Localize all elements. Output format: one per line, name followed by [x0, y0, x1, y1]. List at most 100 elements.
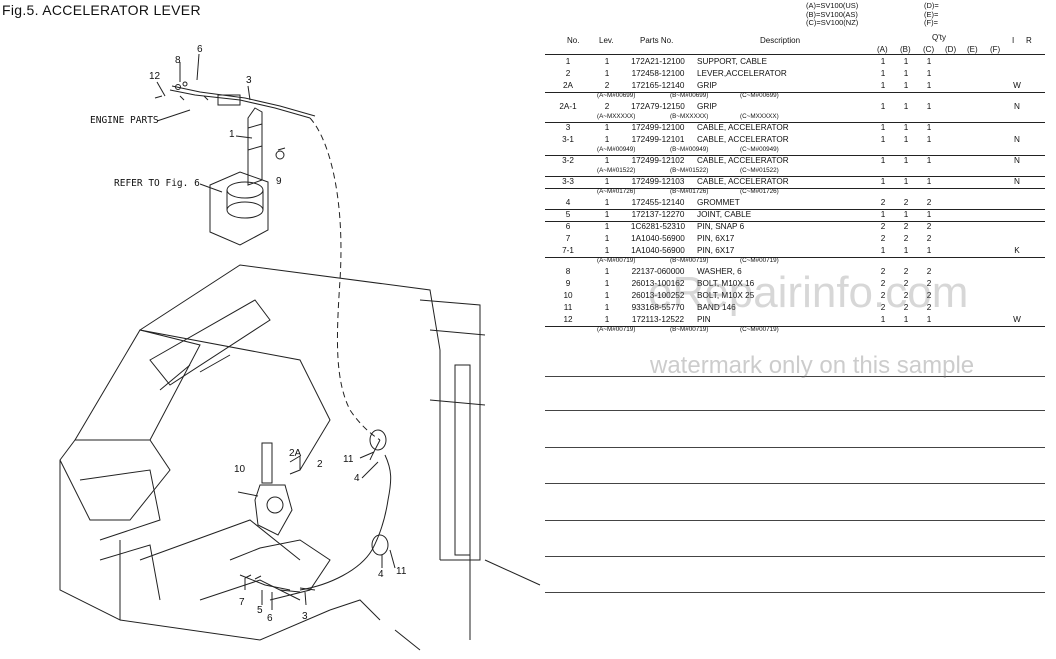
row-description: PIN, SNAP 6: [697, 222, 745, 231]
row-part-number: 26013-100252: [631, 291, 685, 300]
serial-range: (A~M#01522): [597, 167, 636, 174]
row-description: LEVER,ACCELERATOR: [697, 69, 787, 78]
serial-range-row: (A~M#00719)(B~M#00719)(C~M#00719): [545, 324, 1045, 335]
table-divider: [545, 209, 1045, 210]
blank-ruled-line: [545, 592, 1045, 593]
row-description: GRIP: [697, 81, 718, 90]
watermark-site: eRepairinfo.com: [648, 268, 969, 317]
row-qty-b: 2: [903, 267, 909, 276]
row-number: 10: [563, 291, 573, 300]
row-level: 1: [604, 267, 610, 276]
row-qty-b: 2: [903, 222, 909, 231]
callout-10: 10: [234, 464, 246, 475]
table-divider: [545, 188, 1045, 189]
table-divider: [545, 92, 1045, 93]
table-divider: [545, 221, 1045, 222]
row-level: 2: [604, 102, 610, 111]
table-divider: [545, 54, 1045, 55]
row-qty-b: 1: [903, 210, 909, 219]
serial-range: (A~M#00949): [597, 146, 636, 153]
header-i: I: [1012, 36, 1015, 45]
serial-range: (B~M#00719): [670, 326, 709, 333]
header-qty-e: (E): [967, 45, 978, 54]
row-part-number: 172165-12140: [631, 81, 685, 90]
header-no: No.: [567, 36, 580, 45]
row-qty-a: 1: [880, 69, 886, 78]
row-part-number: 172455-12140: [631, 198, 685, 207]
row-level: 1: [604, 177, 610, 186]
row-description: GROMMET: [697, 198, 740, 207]
row-qty-b: 1: [903, 69, 909, 78]
callout-7: 7: [239, 597, 245, 608]
row-qty-a: 1: [880, 57, 886, 66]
header-description: Description: [760, 36, 801, 45]
row-part-number: 172458-12100: [631, 69, 685, 78]
serial-range: (B~M#01726): [670, 188, 709, 195]
serial-range: (C~M#00719): [740, 326, 779, 333]
row-qty-a: 2: [880, 303, 886, 312]
row-number: 2A-1: [559, 102, 577, 111]
table-divider: [545, 155, 1045, 156]
row-qty-a: 1: [880, 102, 886, 111]
blank-ruled-line: [545, 447, 1045, 448]
serial-range: (B~M#00719): [670, 257, 709, 264]
row-description: PIN: [697, 315, 711, 324]
serial-range-row: (A~M#01726) (B~M#01726) (C~M#01726): [545, 186, 1045, 197]
row-qty-a: 2: [880, 198, 886, 207]
row-qty-b: 2: [903, 198, 909, 207]
row-remark: N: [1014, 156, 1020, 165]
row-remark: W: [1013, 315, 1021, 324]
row-level: 1: [604, 246, 610, 255]
row-description: SUPPORT, CABLE: [697, 57, 767, 66]
row-qty-c: 1: [926, 57, 932, 66]
model-legend-item: (A)=SV100(US): [806, 1, 859, 10]
callout-11-upper: 11: [343, 454, 354, 465]
serial-range: (C~M#01726): [740, 188, 779, 195]
callout-3-lower: 3: [302, 611, 308, 622]
model-legend-item: (C)=SV100(NZ): [806, 18, 859, 28]
row-part-number: 172499-12100: [631, 123, 685, 132]
model-legend-item: (F)=: [924, 18, 938, 28]
row-description: BAND 146: [697, 303, 736, 312]
row-number: 3: [565, 123, 571, 132]
blank-ruled-line: [545, 556, 1045, 557]
model-legend-item: (D)=: [924, 1, 939, 10]
row-qty-a: 2: [880, 222, 886, 231]
row-number: 3-1: [562, 135, 574, 144]
serial-range: (A~MXXXXX): [597, 113, 636, 120]
serial-range: (A~M#01726): [597, 188, 636, 195]
callout-2: 2: [317, 459, 323, 470]
serial-range-row: (A~M#00719)(B~M#00719)(C~M#00719): [545, 255, 1045, 266]
model-legend-item: (E)=: [924, 9, 939, 19]
row-description: GRIP: [697, 102, 718, 111]
row-qty-a: 2: [880, 279, 886, 288]
row-qty-b: 1: [903, 315, 909, 324]
row-level: 1: [604, 198, 610, 207]
refer-to-fig-label: REFER TO Fig. 6: [114, 178, 200, 189]
row-description: CABLE, ACCELERATOR: [697, 156, 789, 165]
serial-range: (B~M#00949): [670, 146, 709, 153]
row-qty-c: 2: [926, 198, 932, 207]
row-qty-a: 2: [880, 291, 886, 300]
serial-range: (B~MXXXXX): [670, 113, 709, 120]
row-qty-c: 2: [926, 303, 932, 312]
callout-3: 3: [246, 75, 252, 86]
row-qty-c: 1: [926, 177, 932, 186]
row-number: 7-1: [562, 246, 574, 255]
table-divider: [545, 326, 1045, 327]
row-level: 1: [604, 315, 610, 324]
header-qty-a: (A): [877, 45, 888, 54]
row-description: JOINT, CABLE: [697, 210, 752, 219]
row-part-number: 26013-100162: [631, 279, 685, 288]
row-qty-b: 1: [903, 177, 909, 186]
callout-6-lower: 6: [267, 613, 273, 624]
